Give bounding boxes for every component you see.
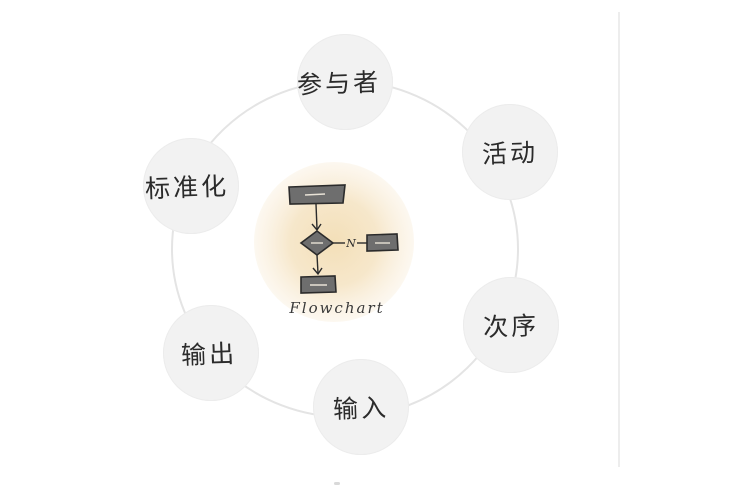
flowchart-illustration: N Flowchart bbox=[254, 162, 414, 322]
node-participants: 参与者 bbox=[297, 34, 393, 130]
node-activity: 活动 bbox=[462, 104, 558, 200]
process-box-bottom bbox=[300, 275, 337, 294]
node-input-label: 输入 bbox=[332, 393, 390, 424]
bottom-mark bbox=[334, 482, 340, 485]
page-edge-line bbox=[618, 12, 620, 467]
flowchart-center: N Flowchart bbox=[253, 161, 415, 323]
flowchart-caption: Flowchart bbox=[288, 299, 384, 317]
process-box-right bbox=[366, 233, 399, 252]
node-input: 输入 bbox=[313, 359, 409, 455]
node-sequence-label: 次序 bbox=[482, 311, 540, 342]
node-standard-label: 标准化 bbox=[144, 171, 230, 204]
node-sequence: 次序 bbox=[463, 277, 559, 373]
node-output: 输出 bbox=[163, 305, 259, 401]
arrow-down-2 bbox=[312, 254, 323, 276]
node-output-label: 输出 bbox=[180, 339, 238, 370]
branch-label: N bbox=[345, 237, 356, 250]
node-standard: 标准化 bbox=[143, 138, 239, 234]
process-box-top bbox=[288, 184, 346, 205]
node-participants-label: 参与者 bbox=[296, 67, 382, 100]
node-activity-label: 活动 bbox=[481, 138, 539, 169]
